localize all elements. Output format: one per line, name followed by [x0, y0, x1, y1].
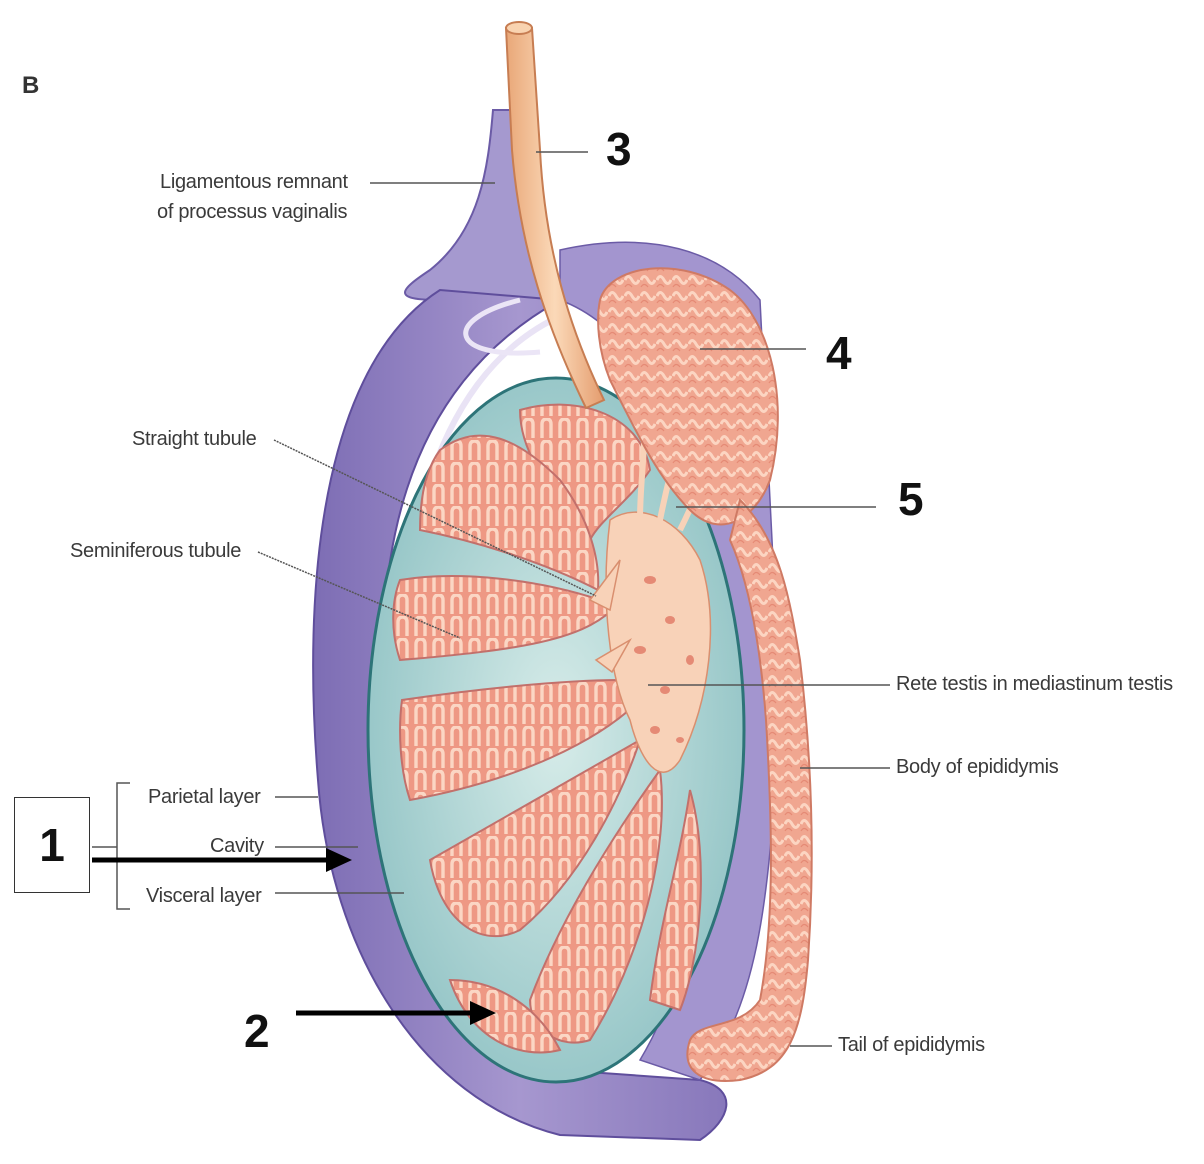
marker-4: 4 [826, 330, 852, 376]
label-tail-epididymis: Tail of epididymis [838, 1033, 985, 1058]
marker-1: 1 [14, 797, 90, 893]
marker-3: 3 [606, 126, 632, 172]
label-rete-testis: Rete testis in mediastinum testis [896, 672, 1173, 697]
panel-letter: B [22, 72, 39, 100]
label-seminiferous-tubule: Seminiferous tubule [70, 539, 241, 564]
label-straight-tubule: Straight tubule [132, 427, 256, 452]
label-parietal-layer: Parietal layer [148, 785, 261, 810]
label-body-epididymis: Body of epididymis [896, 755, 1058, 780]
marker-5: 5 [898, 476, 924, 522]
label-visceral-layer: Visceral layer [146, 884, 261, 909]
label-ligamentous-remnant: Ligamentous remnant [160, 170, 348, 195]
label-processus-vaginalis: of processus vaginalis [157, 200, 347, 225]
label-cavity: Cavity [210, 834, 264, 859]
marker-2: 2 [244, 1008, 270, 1054]
